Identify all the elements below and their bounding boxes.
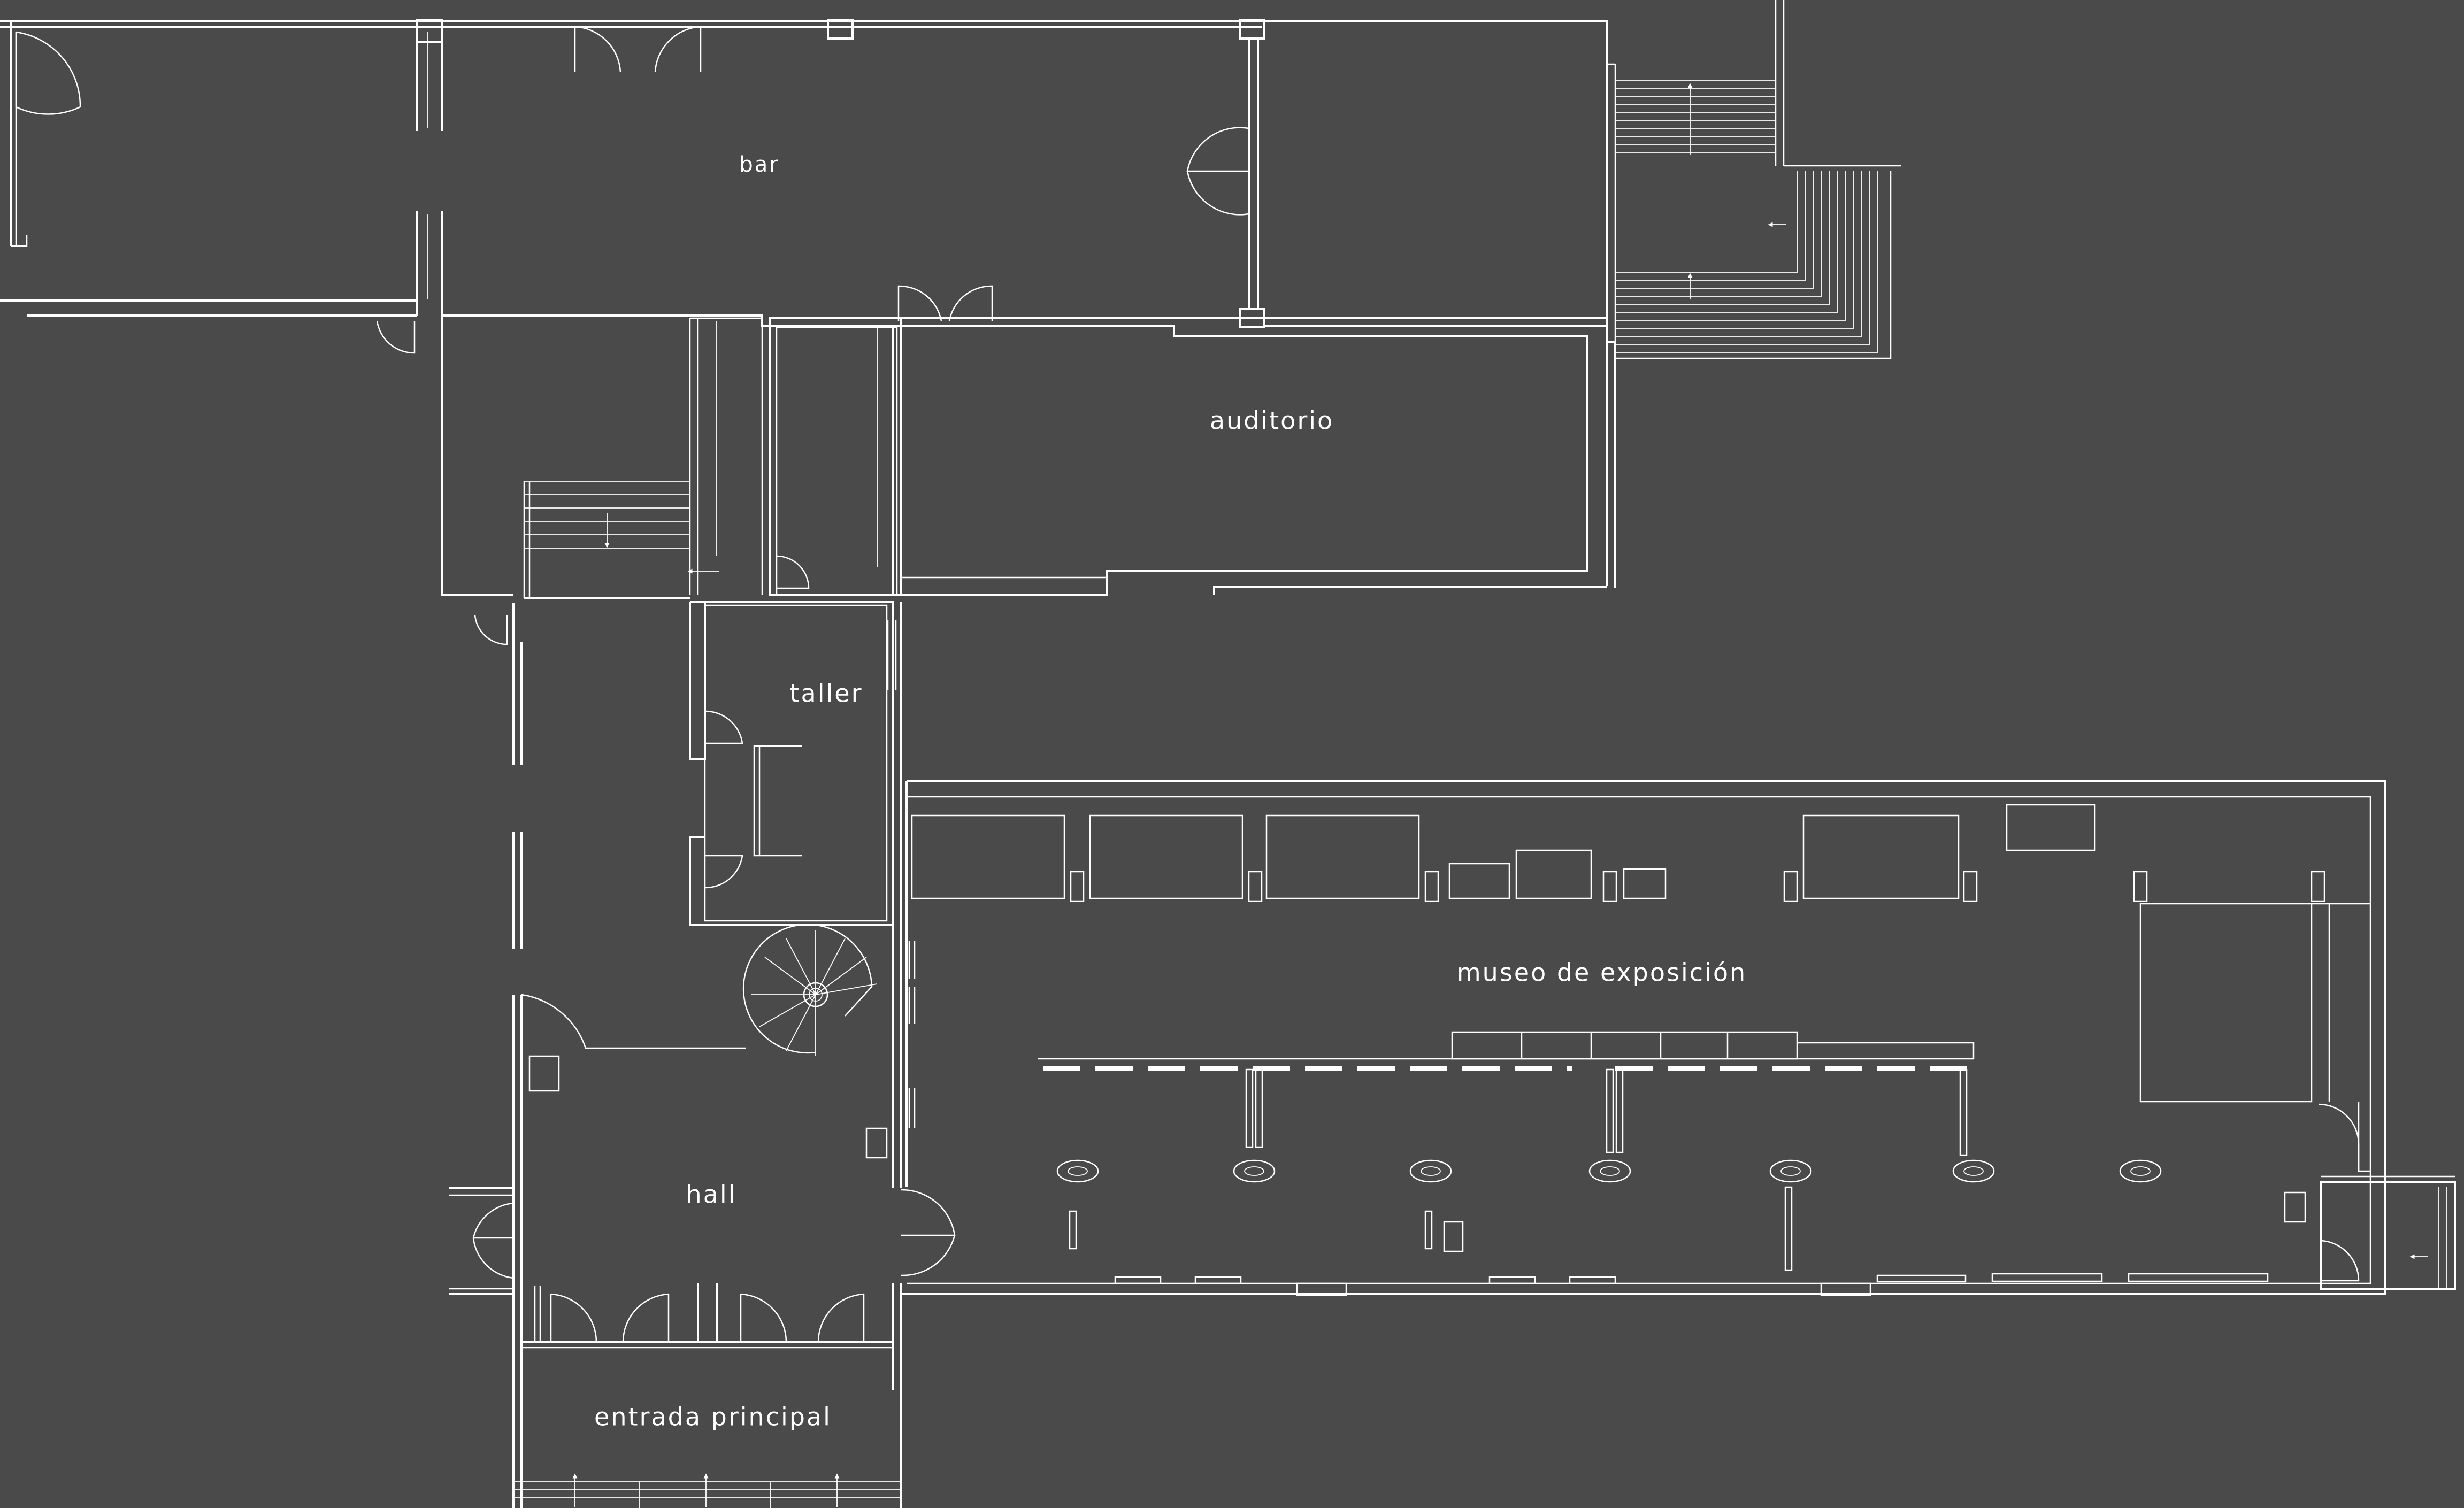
room-label-auditorio: auditorio bbox=[1210, 406, 1334, 435]
room-label-taller: taller bbox=[790, 679, 863, 708]
room-label-museo: museo de exposición bbox=[1457, 958, 1747, 987]
spiral-stair bbox=[742, 924, 878, 1056]
room-label-entrada: entrada principal bbox=[594, 1403, 832, 1432]
museo-walls bbox=[901, 780, 2456, 1296]
auditorio-walls bbox=[441, 317, 1608, 599]
room-labels: bar auditorio taller museo de exposición… bbox=[594, 152, 1747, 1432]
room-label-bar: bar bbox=[739, 152, 779, 177]
room-label-hall: hall bbox=[686, 1180, 737, 1209]
hall-area-walls bbox=[449, 601, 956, 1508]
museum-benches bbox=[1056, 1159, 2162, 1183]
right-top-stairs bbox=[1264, 0, 1901, 588]
bar-area-walls bbox=[0, 19, 1607, 354]
